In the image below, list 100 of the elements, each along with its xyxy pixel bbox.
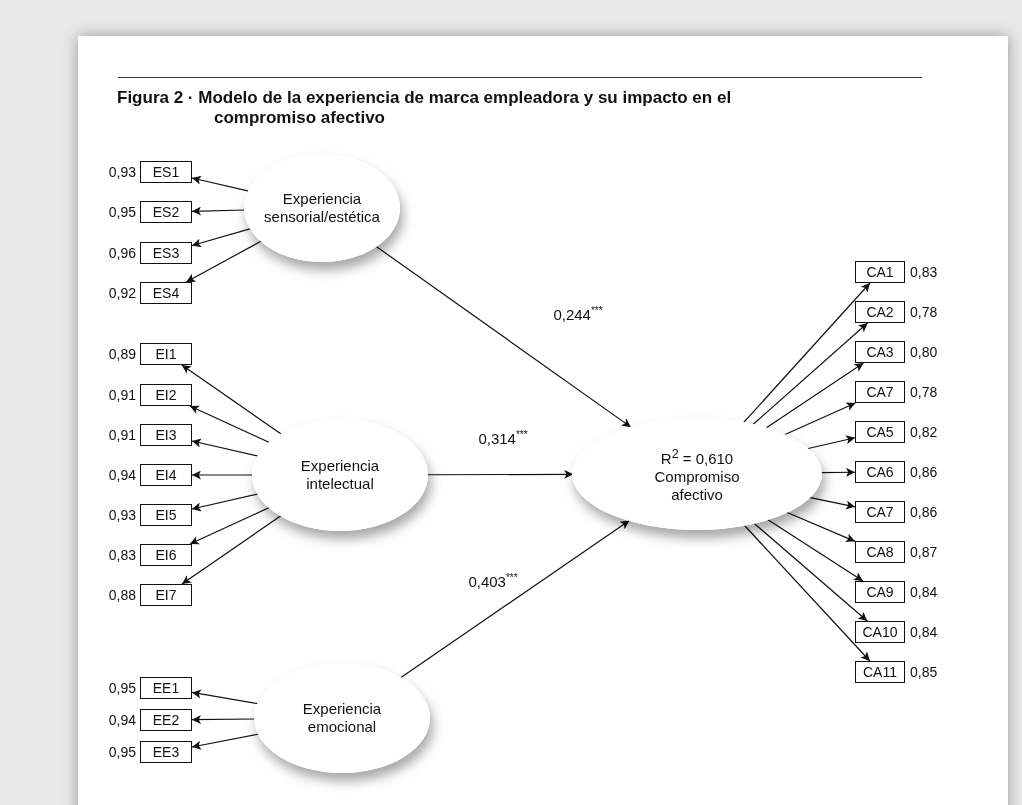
indicator-label: EI2 bbox=[155, 387, 177, 403]
loading-value: 0,78 bbox=[910, 383, 938, 401]
indicator-box bbox=[855, 461, 905, 483]
arrow bbox=[191, 493, 259, 512]
indicator-box bbox=[140, 384, 192, 406]
indicator-box bbox=[855, 661, 905, 683]
arrow bbox=[753, 522, 868, 622]
arrow bbox=[783, 402, 857, 436]
arrow bbox=[808, 496, 856, 510]
indicator-label: CA2 bbox=[866, 304, 894, 320]
indicator-label: ES2 bbox=[152, 204, 180, 220]
indicator-box bbox=[140, 161, 192, 183]
arrow bbox=[189, 405, 270, 444]
indicator-box bbox=[140, 424, 192, 446]
indicator-label: CA1 bbox=[866, 264, 894, 280]
indicator-label: ES3 bbox=[152, 245, 180, 261]
indicator-label: CA7 bbox=[866, 504, 894, 520]
indicator-box bbox=[140, 201, 192, 223]
loading-value: 0,91 bbox=[108, 426, 136, 444]
indicator-box bbox=[140, 464, 192, 486]
loading-value: 0,94 bbox=[108, 466, 136, 484]
loading-value: 0,84 bbox=[910, 623, 938, 641]
arrow bbox=[752, 322, 869, 426]
indicator-box bbox=[855, 421, 905, 443]
loading-value: 0,80 bbox=[910, 343, 938, 361]
indicator-box bbox=[855, 261, 905, 283]
loading-value: 0,96 bbox=[108, 244, 136, 262]
indicator-box bbox=[855, 381, 905, 403]
indicator-label: EE2 bbox=[152, 712, 180, 728]
arrow bbox=[806, 435, 856, 450]
figure-title: Figura 2 · Modelo de la experiencia de marca empleadora y su impacto en el compromiso afectivo bbox=[117, 88, 733, 128]
indicator-box bbox=[140, 544, 192, 566]
indicator-label: EI6 bbox=[155, 547, 177, 563]
construct-label: R$^{2}$ = 0,610 bbox=[660, 445, 734, 468]
indicator-box bbox=[140, 709, 192, 731]
construct-label: Experiencia emocional bbox=[301, 700, 383, 736]
loading-value: 0,78 bbox=[910, 303, 938, 321]
construct-label: Experiencia sensorial/estética bbox=[263, 190, 381, 226]
arrow bbox=[191, 227, 252, 248]
construct-label: Experiencia intelectual bbox=[299, 457, 381, 493]
arrow bbox=[181, 515, 282, 585]
indicator-label: ES1 bbox=[152, 164, 180, 180]
indicator-label: CA3 bbox=[866, 344, 894, 360]
arrow bbox=[191, 175, 250, 192]
indicator-label: CA10 bbox=[862, 624, 898, 640]
indicator-box bbox=[140, 741, 192, 763]
indicator-label: CA11 bbox=[863, 664, 897, 680]
arrow bbox=[181, 364, 282, 435]
arrow bbox=[742, 282, 871, 424]
indicator-label: CA6 bbox=[866, 464, 894, 480]
loading-value: 0,84 bbox=[910, 583, 938, 601]
construct-label: Compromiso afectivo bbox=[653, 467, 741, 504]
arrow bbox=[786, 511, 856, 542]
indicator-box bbox=[140, 242, 192, 264]
loading-value: 0,93 bbox=[108, 506, 136, 524]
arrow bbox=[191, 470, 254, 480]
loading-value: 0,95 bbox=[108, 679, 136, 697]
loading-value: 0,95 bbox=[108, 743, 136, 761]
loading-value: 0,83 bbox=[910, 263, 938, 281]
indicator-box bbox=[855, 501, 905, 523]
loading-value: 0,89 bbox=[108, 345, 136, 363]
indicator-label: EI3 bbox=[155, 427, 177, 443]
loading-value: 0,86 bbox=[910, 463, 938, 481]
indicator-box bbox=[140, 504, 192, 526]
loading-value: 0,82 bbox=[910, 423, 938, 441]
loading-value: 0,83 bbox=[108, 546, 136, 564]
loading-value: 0,86 bbox=[910, 503, 938, 521]
loading-value: 0,93 bbox=[108, 163, 136, 181]
indicator-label: CA8 bbox=[866, 544, 894, 560]
indicator-box bbox=[855, 621, 905, 643]
arrow bbox=[191, 715, 256, 725]
indicator-box bbox=[855, 301, 905, 323]
indicator-box bbox=[855, 541, 905, 563]
indicator-label: CA9 bbox=[866, 584, 894, 600]
indicator-label: ES4 bbox=[152, 285, 180, 301]
indicator-label: EI7 bbox=[155, 587, 177, 603]
loading-value: 0,87 bbox=[910, 543, 938, 561]
loading-value: 0,88 bbox=[108, 586, 136, 604]
indicator-label: EI5 bbox=[155, 507, 177, 523]
indicator-label: EI1 bbox=[155, 346, 177, 362]
arrow bbox=[191, 206, 246, 216]
arrow bbox=[765, 362, 865, 429]
indicator-label: EE3 bbox=[152, 744, 180, 760]
arrow bbox=[767, 518, 864, 582]
arrow bbox=[820, 467, 856, 477]
arrow bbox=[426, 469, 574, 479]
indicator-label: CA7 bbox=[866, 384, 894, 400]
indicator-box bbox=[140, 282, 192, 304]
loading-value: 0,91 bbox=[108, 386, 136, 404]
loading-value: 0,94 bbox=[108, 711, 136, 729]
arrow bbox=[375, 245, 632, 428]
indicator-box bbox=[140, 677, 192, 699]
indicator-box bbox=[140, 584, 192, 606]
arrow bbox=[400, 519, 631, 679]
arrow bbox=[189, 506, 270, 545]
arrow bbox=[743, 524, 871, 662]
arrow bbox=[191, 438, 259, 457]
indicator-label: EE1 bbox=[152, 680, 180, 696]
loading-value: 0,92 bbox=[108, 284, 136, 302]
indicator-box bbox=[140, 343, 192, 365]
